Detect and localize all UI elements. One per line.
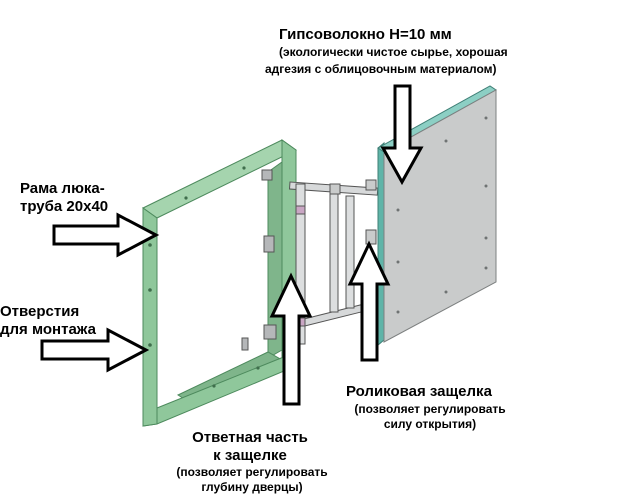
gypsum-title: Гипсоволокно Н=10 мм	[279, 26, 452, 43]
frame-label-1: Рама люка-	[20, 180, 105, 197]
roller-latch-note-1: (позволяет регулировать	[354, 402, 506, 416]
arrow-icon	[40, 327, 150, 373]
holes-label-1: Отверстия	[0, 303, 80, 320]
counterpart-note-1: (позволяет регулировать	[176, 465, 328, 479]
counterpart-title-1: Ответная часть	[192, 429, 308, 446]
arrow-icon	[52, 212, 160, 258]
arrow-icon	[380, 84, 424, 186]
roller-latch-note-2: силу открытия)	[383, 417, 477, 431]
holes-label-2: для монтажа	[0, 321, 96, 338]
counterpart-note-2: глубину дверцы)	[201, 480, 303, 494]
arrow-icon	[347, 240, 391, 362]
counterpart-title-2: к защелке	[213, 447, 287, 464]
mounting-holes	[148, 166, 260, 388]
frame-label-2: труба 20х40	[20, 198, 109, 215]
gypsum-note-1: (экологически чистое сырье, хорошая	[279, 45, 508, 59]
hatch-frame	[142, 139, 297, 427]
gypsum-note-2: адгезия с облицовочным материалом)	[265, 62, 497, 76]
roller-latch-title: Роликовая защелка	[346, 383, 492, 400]
latch-counterpart	[241, 169, 277, 351]
arrow-icon	[269, 272, 313, 406]
